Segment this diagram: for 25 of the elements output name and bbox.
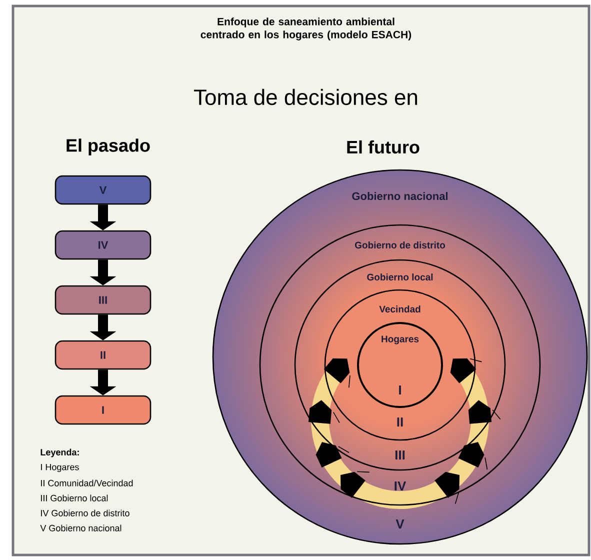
ring-label: Gobierno nacional: [352, 192, 448, 200]
level-box: I: [54, 395, 152, 425]
heading: El pasado: [66, 138, 150, 156]
heading: El futuro: [347, 140, 420, 154]
ring-label: Gobierno de distrito: [355, 242, 446, 248]
ring-label: Vecindad: [379, 306, 420, 312]
ring-number: III: [395, 450, 405, 460]
legend-entry: II Comunidad/Vecindad: [41, 480, 133, 486]
legend-entry: IV Gobierno de distrito: [41, 510, 130, 516]
legend-heading: Leyenda:: [40, 448, 79, 458]
ring-number: IV: [394, 482, 406, 490]
ring-number: V: [396, 520, 404, 528]
level-box: IV: [54, 230, 152, 260]
level-box: II: [54, 340, 152, 370]
ring-label: Hogares: [382, 336, 419, 344]
ring-number: I: [399, 386, 401, 394]
level-box: V: [54, 175, 152, 205]
legend-entry: III Gobierno local: [41, 494, 108, 502]
title: Enfoque de saneamiento ambiental centrado en los hogares (modelo ESACH): [200, 18, 412, 40]
level-box: III: [54, 285, 152, 315]
legend-entry: I Hogares: [41, 464, 79, 472]
legend-entry: V Gobierno nacional: [40, 524, 122, 532]
subtitle: Toma de decisiones en: [194, 88, 418, 106]
ring-number: II: [397, 418, 403, 426]
ring-label: Gobierno local: [367, 274, 433, 280]
